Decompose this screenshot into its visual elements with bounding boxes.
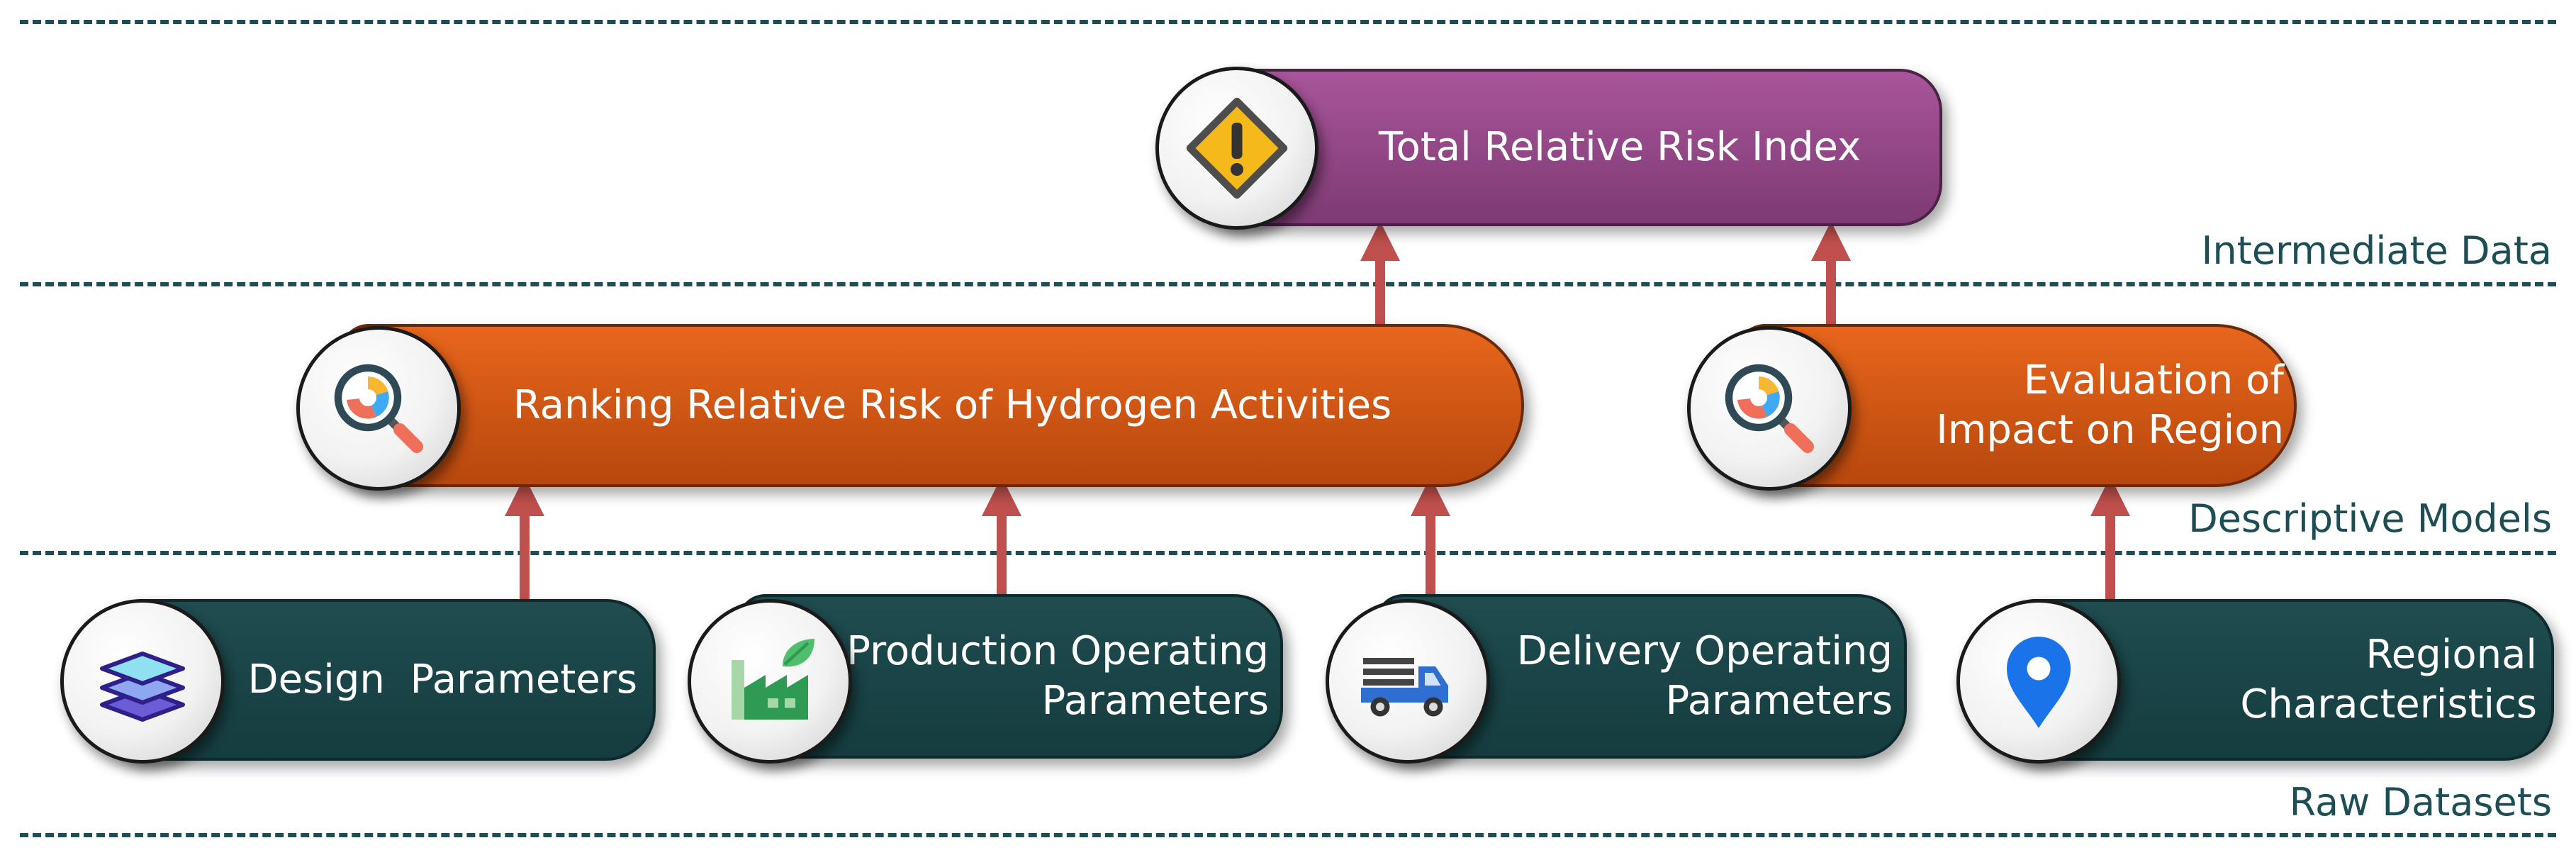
total-risk-node: Total Relative Risk Index xyxy=(1205,69,1942,226)
regional-line-2: Characteristics xyxy=(2240,681,2537,727)
separator-descriptive xyxy=(20,551,2556,555)
regional-icon-circle xyxy=(1956,599,2121,764)
evaluation-icon-circle xyxy=(1687,326,1852,491)
separator-raw xyxy=(20,833,2556,837)
layers-icon xyxy=(100,652,185,722)
evaluation-label: Evaluation of Impact on Region xyxy=(1936,356,2284,455)
truck-icon xyxy=(1361,658,1448,717)
ranking-icon-circle xyxy=(296,326,461,491)
total-risk-label: Total Relative Risk Index xyxy=(1378,124,1861,170)
layer-label-raw: Raw Datasets xyxy=(2289,780,2552,825)
delivery-icon-circle xyxy=(1326,599,1490,764)
total-risk-icon-circle xyxy=(1155,67,1318,230)
analytics-magnifier-icon xyxy=(334,364,423,453)
analytics-magnifier-icon xyxy=(1725,364,1814,453)
delivery-line-1: Delivery Operating xyxy=(1516,628,1893,674)
design-icon-circle xyxy=(60,599,225,764)
production-line-1: Production Operating xyxy=(846,628,1269,674)
warning-icon xyxy=(1186,97,1288,199)
layer-label-intermediate: Intermediate Data xyxy=(2201,228,2553,273)
separator-intermediate xyxy=(20,282,2556,286)
location-pin-icon xyxy=(2007,637,2071,728)
factory-icon xyxy=(732,639,814,720)
regional-line-1: Regional xyxy=(2365,632,2537,678)
ranking-label: Ranking Relative Risk of Hydrogen Activi… xyxy=(513,382,1392,428)
evaluation-line-2: Impact on Region xyxy=(1936,407,2284,453)
production-label: Production Operating Parameters xyxy=(846,627,1269,726)
production-icon-circle xyxy=(688,599,852,764)
delivery-line-2: Parameters xyxy=(1665,678,1893,724)
production-line-2: Parameters xyxy=(1041,678,1269,724)
evaluation-line-1: Evaluation of xyxy=(2023,357,2284,403)
delivery-label: Delivery Operating Parameters xyxy=(1517,627,1893,726)
design-label: Design Parameters xyxy=(247,656,637,703)
ranking-node: Ranking Relative Risk of Hydrogen Activi… xyxy=(340,324,1524,487)
layer-label-descriptive: Descriptive Models xyxy=(2188,496,2552,541)
regional-label: Regional Characteristics xyxy=(2240,630,2537,730)
production-node: Production Operating Parameters xyxy=(737,594,1283,759)
separator-top xyxy=(20,20,2556,24)
